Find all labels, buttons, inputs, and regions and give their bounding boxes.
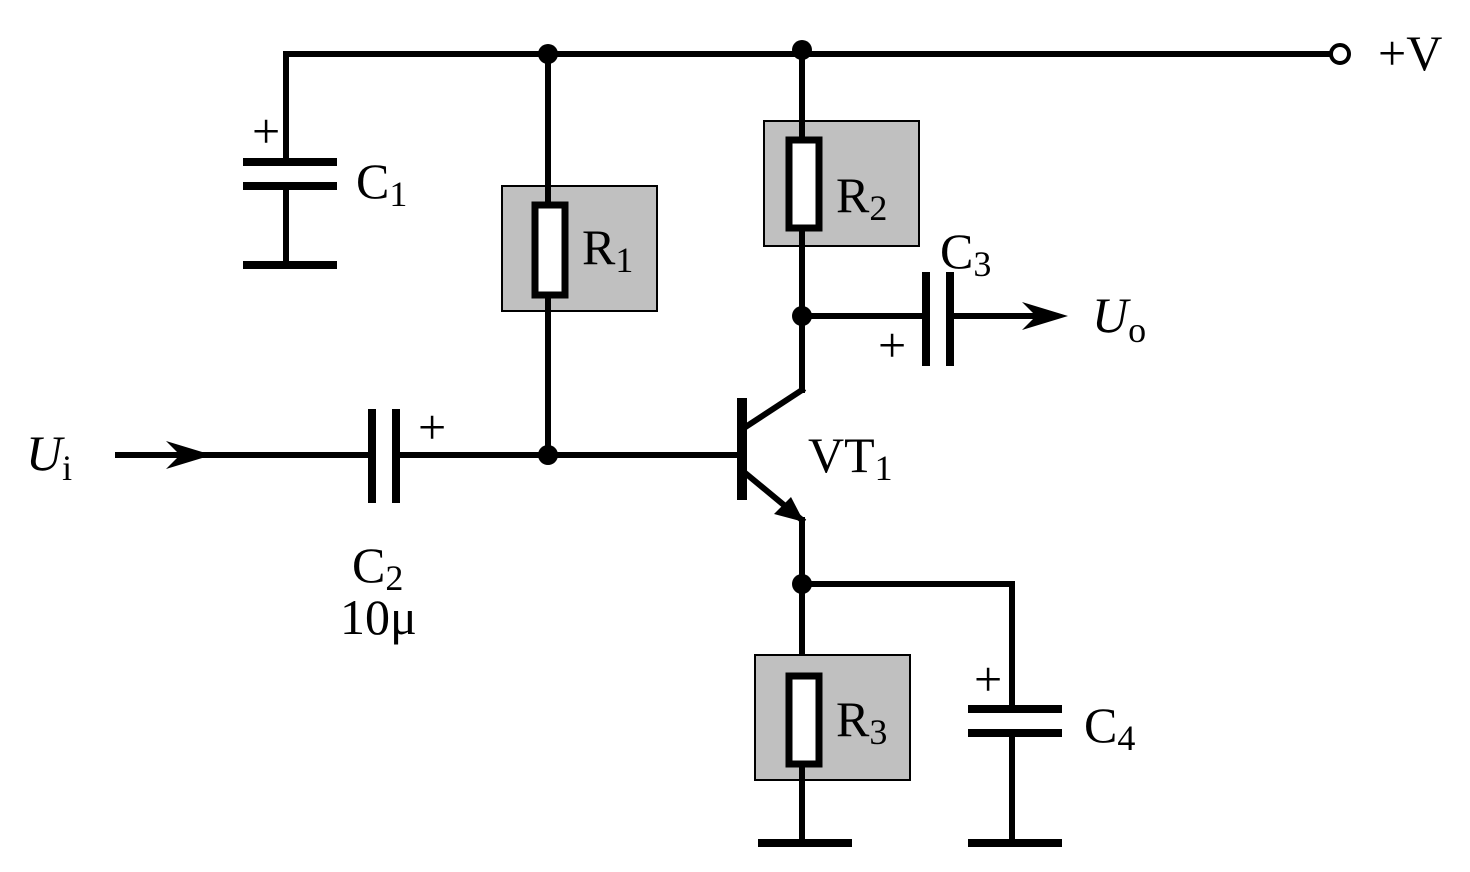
- resistor-r1: R1: [501, 51, 658, 458]
- capacitor-c1: + C1: [243, 51, 407, 269]
- capacitor-c3: + C3: [799, 223, 1068, 373]
- supply-terminal: [1329, 43, 1351, 65]
- supply-label: +V: [1378, 25, 1442, 81]
- vt1-label: VT1: [808, 427, 893, 488]
- junction-dot: [792, 40, 812, 60]
- r3-label: R3: [836, 691, 887, 752]
- r1-highlight: [501, 185, 658, 312]
- junction-dot: [538, 445, 558, 465]
- r2-label: R2: [836, 167, 887, 228]
- emitter-arrowhead: [774, 497, 804, 522]
- r3-highlight: [754, 654, 911, 781]
- c1-polarity: +: [252, 103, 280, 159]
- c2-label: C2: [352, 537, 403, 598]
- c3-label: C3: [940, 223, 991, 284]
- junction-dot: [792, 574, 812, 594]
- c1-label: C1: [356, 153, 407, 214]
- input-arrowhead: [166, 441, 212, 469]
- r1-label: R1: [582, 219, 633, 280]
- resistor-r3: R3: [754, 654, 911, 847]
- capacitor-c2: + C2 10μ: [340, 399, 741, 645]
- output-label: Uo: [1092, 287, 1146, 350]
- output-arrowhead: [1022, 302, 1068, 330]
- c4-label: C4: [1084, 697, 1135, 758]
- junction-dot: [538, 44, 558, 64]
- c2-polarity: +: [418, 399, 446, 455]
- c2-value: 10μ: [340, 589, 417, 645]
- transistor-vt1: VT1: [737, 385, 893, 679]
- c3-polarity: +: [878, 317, 906, 373]
- capacitor-c4: + C4: [799, 581, 1135, 847]
- input-label: Ui: [26, 425, 72, 488]
- junction-dot: [792, 306, 812, 326]
- c4-polarity: +: [974, 651, 1002, 707]
